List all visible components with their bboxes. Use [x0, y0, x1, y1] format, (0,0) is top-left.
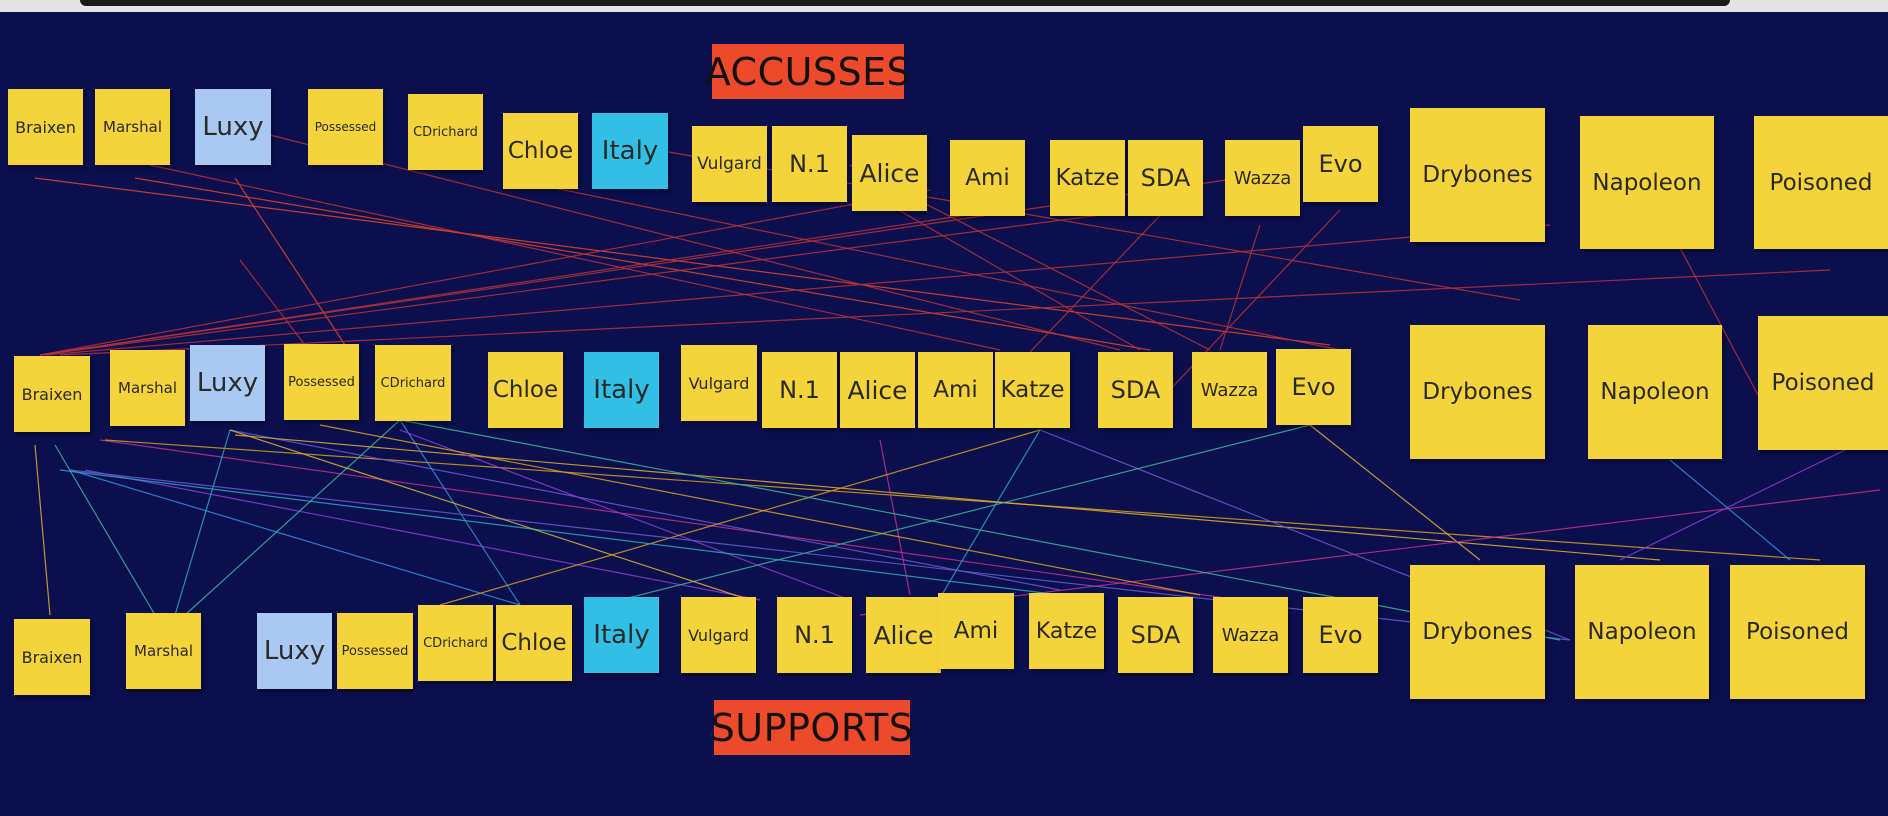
sticky-note-row2-cdrichard[interactable]: CDrichard: [375, 345, 451, 421]
connector-line: [69, 469, 521, 606]
sticky-note-row3-katze[interactable]: Katze: [1029, 593, 1104, 669]
sticky-note-row1-evo[interactable]: Evo: [1303, 126, 1378, 202]
connector-line: [269, 134, 1121, 351]
connector-line: [59, 269, 1831, 356]
window-top-bar: [0, 0, 1888, 12]
connector-line: [44, 224, 1551, 356]
sticky-note-row2-vulgard[interactable]: Vulgard: [681, 345, 757, 421]
sticky-note-row3-evo[interactable]: Evo: [1303, 597, 1378, 673]
sticky-note-row2-chloe[interactable]: Chloe: [488, 352, 563, 428]
window-top-bar-inner: [80, 0, 1730, 6]
connector-line: [889, 204, 1141, 351]
connector-line: [1669, 459, 1791, 561]
connector-line: [229, 429, 751, 601]
sticky-note-row3-marshal[interactable]: Marshal: [126, 613, 201, 689]
sticky-note-row1-alice[interactable]: Alice: [852, 135, 927, 211]
connector-line: [539, 184, 1341, 351]
connector-line: [399, 419, 521, 606]
connector-line: [229, 429, 1061, 591]
sticky-note-row2-marshal[interactable]: Marshal: [110, 350, 185, 426]
connector-line: [84, 469, 761, 601]
sticky-note-row3-drybones[interactable]: Drybones: [1410, 565, 1545, 699]
sticky-note-row3-wazza[interactable]: Wazza: [1213, 597, 1288, 673]
sticky-note-row1-cdrichard[interactable]: CDrichard: [408, 94, 483, 170]
sticky-note-row3-possessed[interactable]: Possessed: [337, 613, 413, 689]
sticky-note-row3-vulgard[interactable]: Vulgard: [681, 597, 756, 673]
sticky-note-row2-alice[interactable]: Alice: [840, 352, 915, 428]
sticky-note-row2-napoleon[interactable]: Napoleon: [1588, 325, 1722, 459]
sticky-note-row3-napoleon[interactable]: Napoleon: [1575, 565, 1709, 699]
sticky-note-row1-ami[interactable]: Ami: [950, 140, 1025, 216]
sticky-note-row3-luxy[interactable]: Luxy: [257, 613, 332, 689]
connector-line: [184, 419, 401, 616]
sticky-note-row2-poisoned[interactable]: Poisoned: [1758, 316, 1888, 450]
sticky-note-row1-wazza[interactable]: Wazza: [1225, 140, 1300, 216]
sticky-note-row2-drybones[interactable]: Drybones: [1410, 325, 1545, 459]
sticky-note-row2-ami[interactable]: Ami: [918, 352, 993, 428]
sticky-note-row1-poisoned[interactable]: Poisoned: [1754, 116, 1888, 249]
sticky-note-row1-napoleon[interactable]: Napoleon: [1580, 116, 1714, 249]
accuses-header[interactable]: ACCUSSES: [705, 44, 911, 99]
sticky-note-row2-braixen[interactable]: Braixen: [14, 356, 90, 432]
sticky-note-row2-italy[interactable]: Italy: [584, 352, 659, 428]
connector-line: [619, 424, 1311, 601]
sticky-note-row3-italy[interactable]: Italy: [584, 597, 659, 673]
connector-line: [149, 164, 1001, 351]
sticky-note-row1-drybones[interactable]: Drybones: [1410, 108, 1545, 242]
sticky-note-row2-possessed[interactable]: Possessed: [284, 344, 359, 420]
sticky-note-row2-n-1[interactable]: N.1: [762, 352, 837, 428]
sticky-note-row3-ami[interactable]: Ami: [938, 593, 1014, 669]
sticky-note-row1-luxy[interactable]: Luxy: [195, 89, 271, 165]
connector-line: [879, 439, 911, 596]
sticky-note-row3-braixen[interactable]: Braixen: [14, 619, 90, 695]
sticky-note-row1-possessed[interactable]: Possessed: [308, 89, 383, 165]
connector-line: [34, 177, 1331, 346]
connector-line: [39, 189, 931, 356]
supports-header[interactable]: SUPPORTS: [711, 700, 913, 755]
connector-line: [104, 439, 1821, 561]
connector-line: [99, 439, 1241, 601]
sticky-note-row1-sda[interactable]: SDA: [1128, 140, 1203, 216]
sticky-note-row3-alice[interactable]: Alice: [866, 597, 941, 673]
sticky-note-row2-evo[interactable]: Evo: [1276, 349, 1351, 425]
sticky-note-row3-sda[interactable]: SDA: [1118, 597, 1193, 673]
sticky-note-row1-italy[interactable]: Italy: [592, 113, 668, 189]
connector-line: [234, 434, 1661, 561]
connector-line: [234, 177, 346, 346]
connector-line: [34, 444, 51, 616]
sticky-note-row3-n-1[interactable]: N.1: [777, 597, 852, 673]
sticky-note-row2-luxy[interactable]: Luxy: [190, 345, 265, 421]
sticky-note-row3-cdrichard[interactable]: CDrichard: [418, 605, 493, 681]
connector-line: [39, 214, 1101, 356]
sticky-note-row3-poisoned[interactable]: Poisoned: [1730, 565, 1865, 699]
sticky-note-row1-katze[interactable]: Katze: [1050, 140, 1125, 216]
sticky-note-row2-katze[interactable]: Katze: [995, 352, 1070, 428]
sticky-note-row3-chloe[interactable]: Chloe: [496, 605, 572, 681]
sticky-note-row1-braixen[interactable]: Braixen: [8, 89, 83, 165]
connector-line: [54, 444, 156, 616]
connector-line: [239, 259, 306, 346]
connector-line: [1619, 449, 1846, 561]
sticky-note-row1-chloe[interactable]: Chloe: [503, 113, 578, 189]
connector-line: [399, 429, 851, 601]
sticky-note-row2-wazza[interactable]: Wazza: [1192, 352, 1267, 428]
connector-line: [174, 429, 231, 616]
connector-line: [1309, 424, 1481, 561]
sticky-note-row1-vulgard[interactable]: Vulgard: [692, 126, 767, 202]
sticky-note-row2-sda[interactable]: SDA: [1098, 352, 1173, 428]
connector-line: [319, 424, 1201, 596]
sticky-note-row1-n-1[interactable]: N.1: [772, 126, 847, 202]
connector-line: [1029, 204, 1171, 353]
connector-line: [59, 469, 1101, 601]
sticky-note-row1-marshal[interactable]: Marshal: [95, 89, 170, 165]
connector-line: [439, 429, 1041, 606]
